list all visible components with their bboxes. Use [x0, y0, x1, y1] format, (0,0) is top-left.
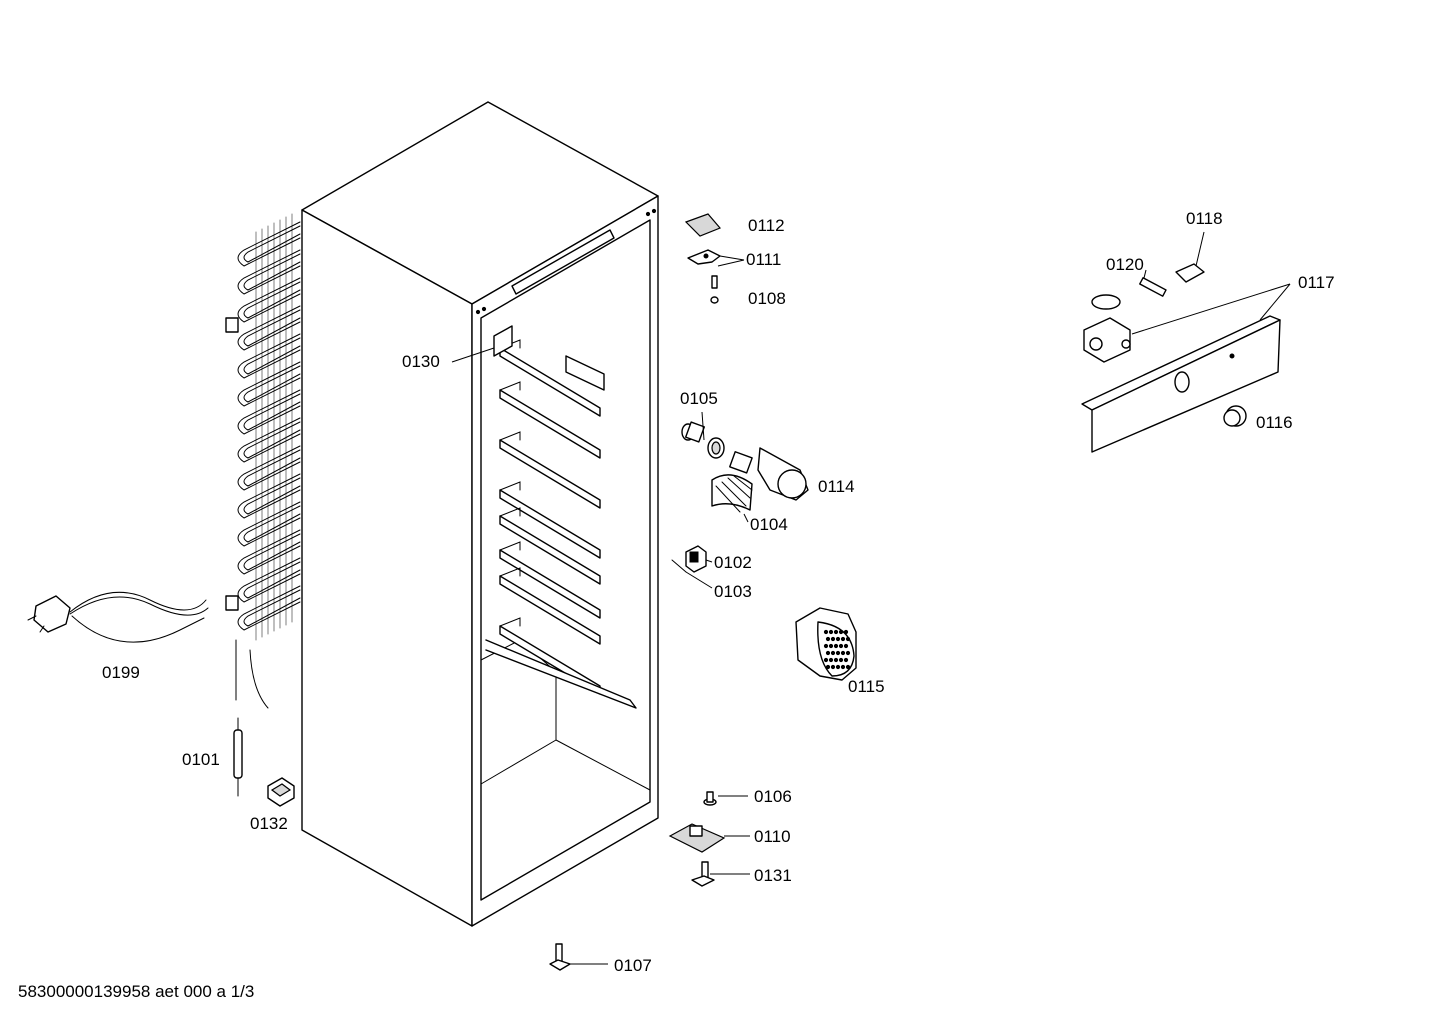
label-0102: 0102 [714, 553, 752, 572]
part-0118-switch: 0118 [1175, 209, 1223, 283]
label-0115: 0115 [848, 677, 885, 696]
label-0132: 0132 [250, 814, 288, 833]
part-0116-knob: 0116 [1223, 405, 1293, 432]
label-0120: 0120 [1106, 255, 1144, 274]
condenser-coil [225, 213, 301, 709]
part-0101-drier: 0101 [182, 717, 243, 797]
document-reference: 58300000139958 aet 000 a 1/3 [18, 982, 254, 1001]
label-0104: 0104 [750, 515, 788, 534]
label-0101: 0101 [182, 750, 220, 769]
label-0105: 0105 [680, 389, 718, 408]
label-0118: 0118 [1186, 209, 1223, 228]
part-0130-rating-label: 0130 [402, 325, 513, 371]
part-0131-foot: 0131 [691, 861, 792, 887]
part-0106-screw: 0106 [703, 787, 792, 806]
part-0114-lamp-cover: 0114 [729, 447, 855, 501]
label-0131: 0131 [754, 866, 792, 885]
label-0112: 0112 [748, 216, 785, 235]
label-0199: 0199 [102, 663, 140, 682]
label-0103: 0103 [714, 582, 752, 601]
label-0106: 0106 [754, 787, 792, 806]
label-0107: 0107 [614, 956, 652, 975]
label-0116: 0116 [1256, 413, 1293, 432]
part-0111-bracket: 0111 [687, 249, 781, 269]
part-0103-pin: 0103 [671, 559, 752, 601]
label-0117: 0117 [1298, 273, 1335, 292]
part-0120-lamp: 0120 [1106, 255, 1167, 297]
part-0104-lamp-holder: 0104 [711, 474, 788, 534]
part-0107-foot: 0107 [549, 943, 652, 975]
part-0105-bulb-socket: 0105 [680, 389, 725, 459]
part-0117-thermostat-panel: 0117 [1081, 273, 1335, 453]
part-0115-fan-cover: 0115 [795, 607, 885, 696]
label-0114: 0114 [818, 477, 855, 496]
cabinet [301, 101, 659, 927]
part-0102-door-switch: 0102 [685, 545, 752, 573]
label-0110: 0110 [754, 827, 791, 846]
part-0132-clip: 0132 [250, 777, 295, 833]
shelf-supports [485, 339, 637, 709]
label-0108: 0108 [748, 289, 786, 308]
fan-mesh [823, 629, 851, 670]
label-0111: 0111 [746, 250, 781, 269]
part-0110-hinge: 0110 [668, 823, 791, 853]
thermostat-bracket [565, 355, 605, 391]
part-0199-power-cord: 0199 [27, 591, 209, 682]
part-0108-screw: 0108 [710, 275, 786, 308]
label-0130: 0130 [402, 352, 440, 371]
part-0112-cover: 0112 [684, 213, 785, 237]
